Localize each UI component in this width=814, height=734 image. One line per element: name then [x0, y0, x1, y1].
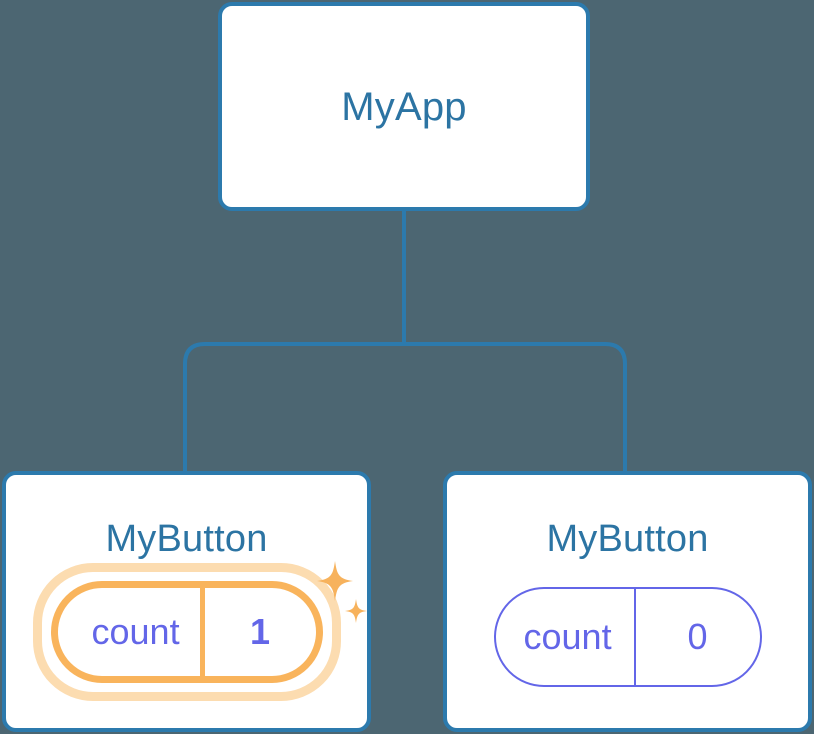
state-pill-right[interactable]: count 0 — [493, 587, 762, 687]
node-myapp[interactable]: MyApp — [218, 2, 590, 211]
state-pill-wrap-left: count 1 — [32, 561, 367, 701]
edge-to-left-child — [183, 342, 404, 471]
state-pill-left[interactable]: count 1 — [50, 581, 323, 683]
state-key-left: count — [91, 611, 180, 652]
edge-to-right-child — [404, 342, 627, 471]
state-pill-wrap-right: count 0 — [493, 587, 762, 687]
node-mybutton-left[interactable]: MyButton count 1 — [2, 471, 371, 732]
state-value-right: 0 — [687, 616, 708, 657]
state-pill-glow-left — [32, 563, 341, 701]
state-pill-divider-left — [199, 588, 205, 676]
state-pill-divider-right — [633, 589, 636, 685]
node-mybutton-right[interactable]: MyButton count 0 — [443, 471, 812, 732]
node-mybutton-left-title: MyButton — [105, 518, 268, 560]
sparkle-small-icon — [344, 599, 367, 623]
state-value-left: 1 — [250, 611, 271, 652]
node-mybutton-right-title: MyButton — [546, 518, 709, 560]
node-myapp-title: MyApp — [341, 84, 467, 129]
state-key-right: count — [523, 616, 612, 657]
